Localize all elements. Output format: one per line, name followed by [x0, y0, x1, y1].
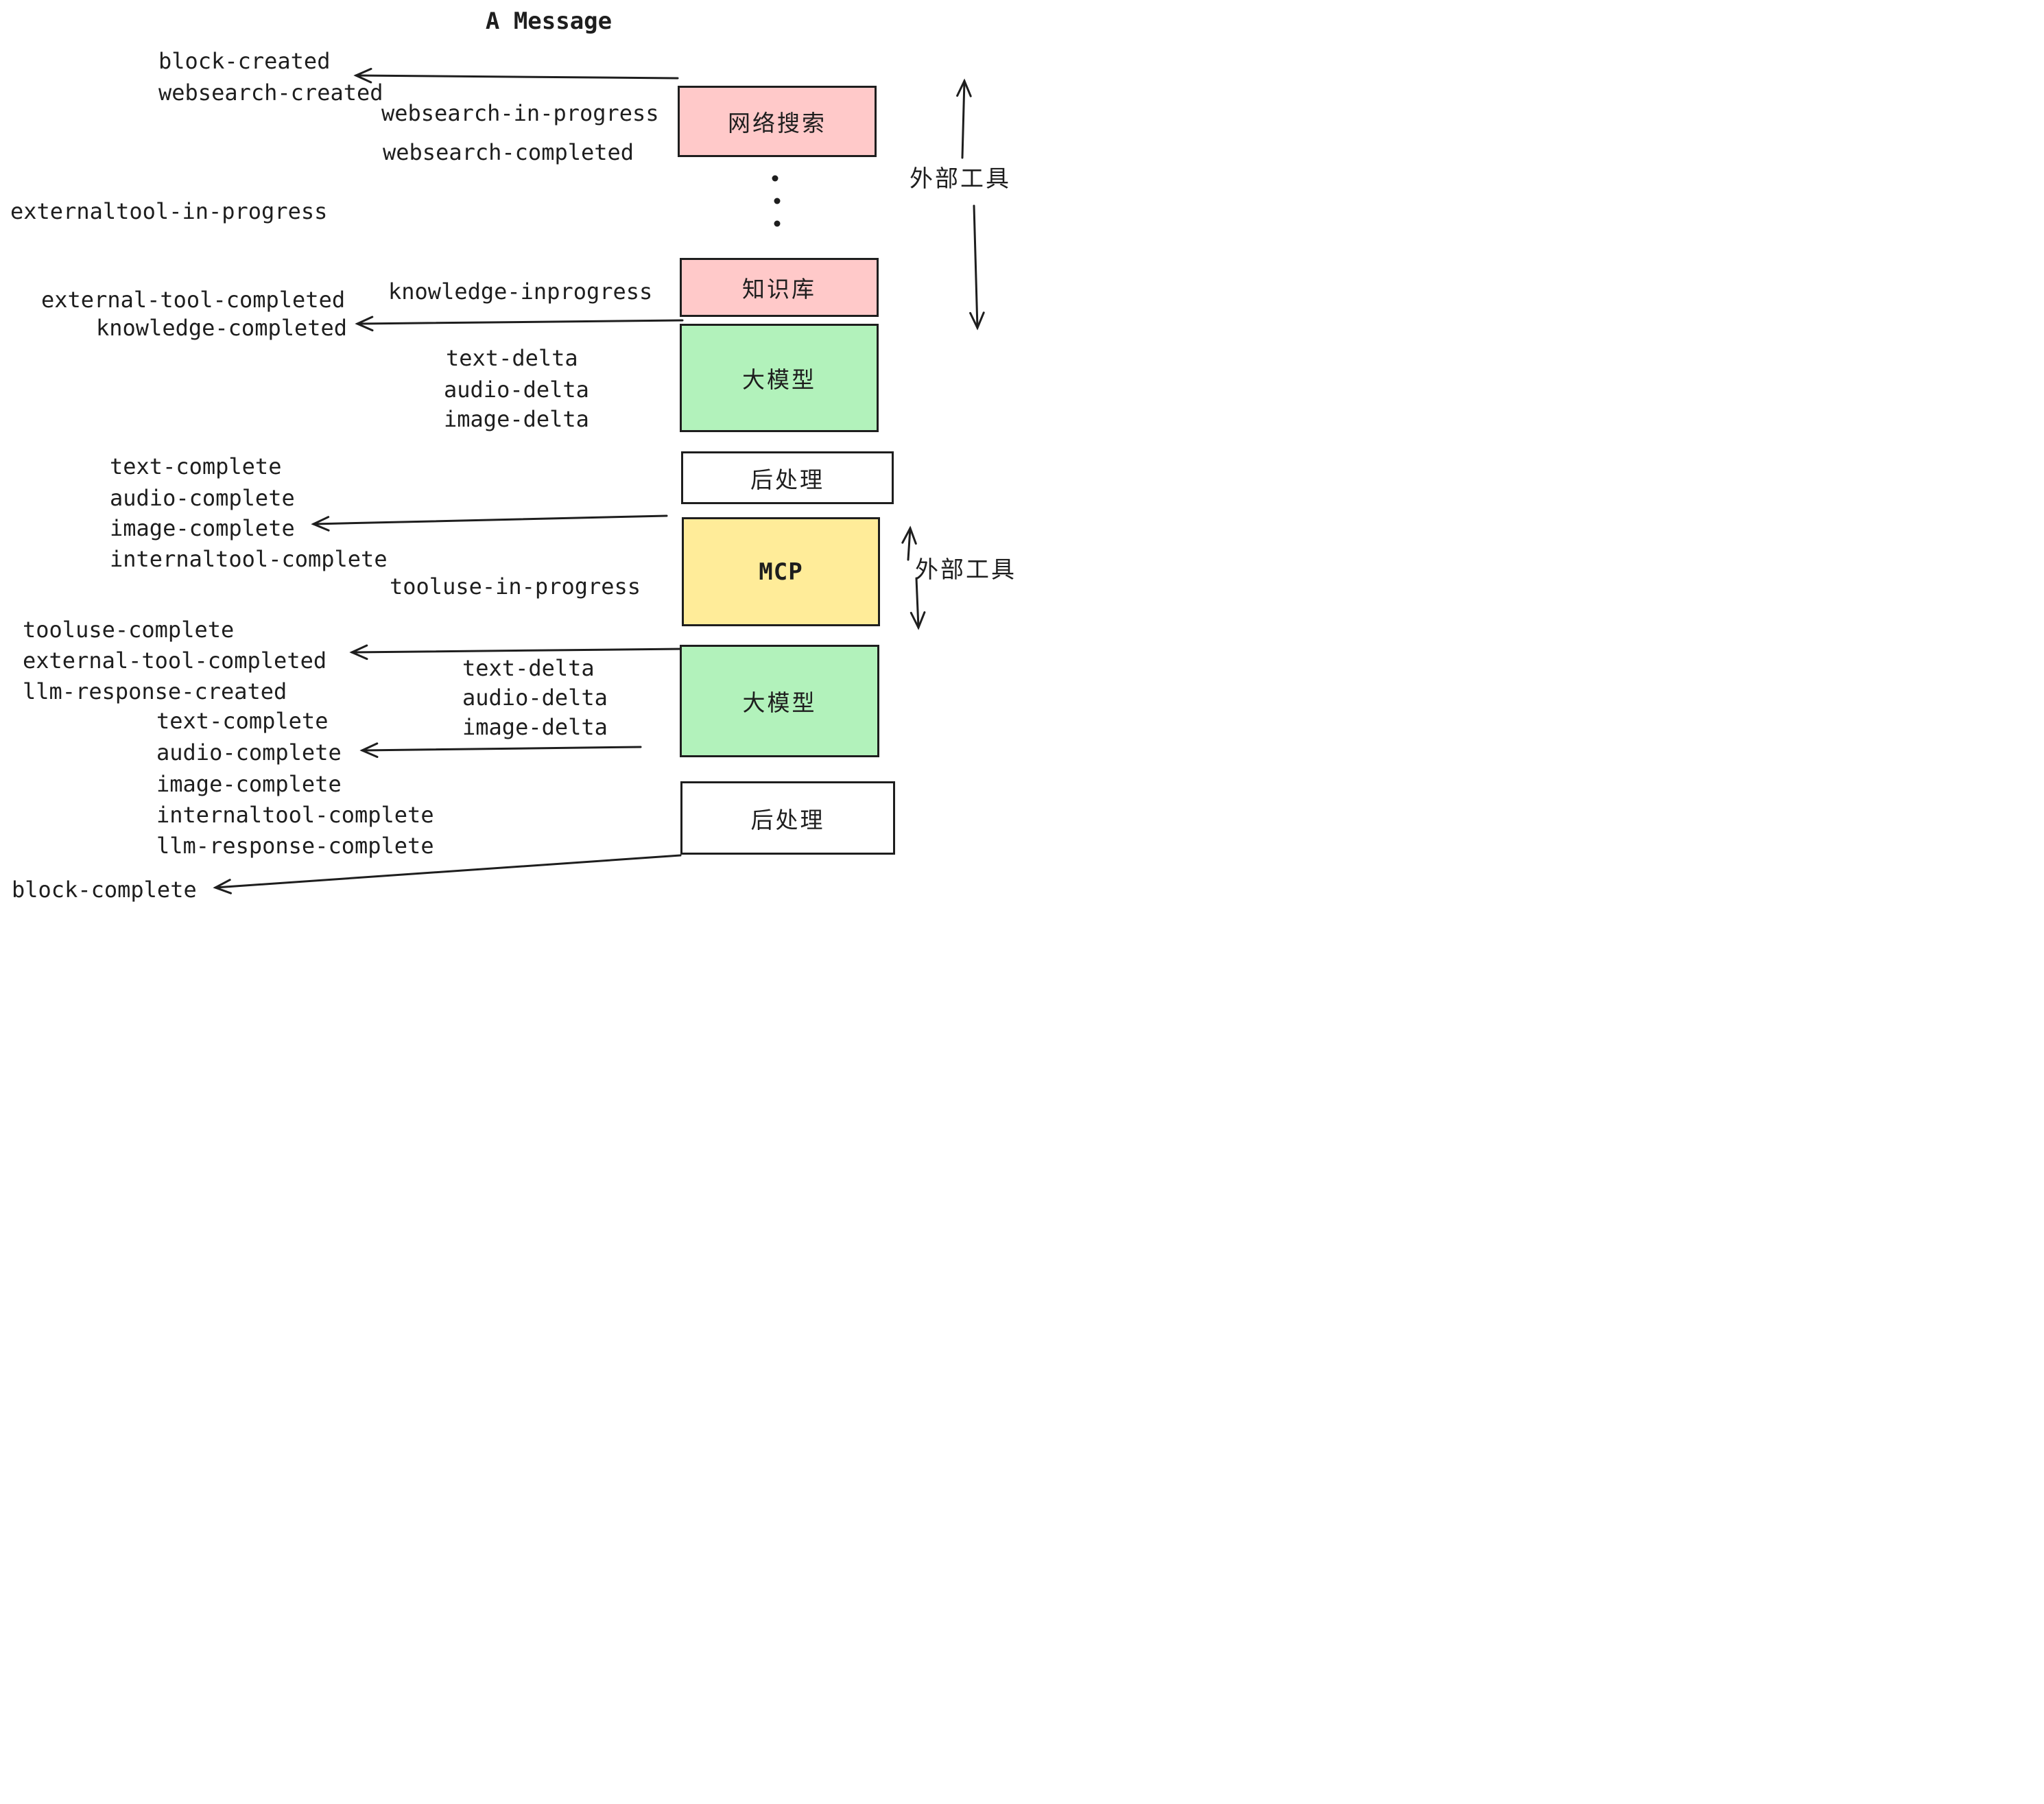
- arrow-knowledge-completed: [355, 316, 684, 332]
- external-tools-down-arrow-1: [969, 204, 985, 331]
- arrow-block-complete: [213, 854, 682, 894]
- event-audio-complete: audio-complete: [110, 485, 295, 511]
- event-text-delta-2: text-delta: [462, 655, 595, 681]
- knowledge-box-label: 知识库: [742, 276, 816, 302]
- external-tools-down-arrow-2: [910, 577, 926, 630]
- ellipsis-dot-1: [772, 175, 779, 182]
- llm-box-1-label: 大模型: [742, 367, 816, 392]
- event-text-complete-2: text-complete: [156, 708, 329, 734]
- event-external-tool-completed: external-tool-completed: [41, 287, 346, 313]
- event-knowledge-inprogress: knowledge-inprogress: [388, 278, 653, 305]
- event-block-created: block-created: [158, 48, 331, 74]
- arrow-tooluse-complete: [349, 644, 685, 661]
- event-llm-response-created: llm-response-created: [23, 678, 287, 704]
- event-websearch-in-progress: websearch-in-progress: [381, 100, 659, 126]
- mcp-box: MCP: [682, 517, 880, 626]
- llm-box-2-label: 大模型: [742, 690, 817, 715]
- postprocess-box-2: 后处理: [680, 781, 895, 855]
- websearch-box-label: 网络搜索: [728, 110, 827, 136]
- event-audio-complete-2: audio-complete: [156, 739, 342, 765]
- event-websearch-completed: websearch-completed: [383, 139, 634, 165]
- diagram-title: A Message: [485, 8, 613, 35]
- arrow-image-complete: [311, 514, 668, 532]
- event-image-complete: image-complete: [110, 515, 295, 541]
- event-image-delta: image-delta: [444, 406, 589, 432]
- event-external-tool-completed-2: external-tool-completed: [23, 648, 327, 674]
- event-audio-delta-2: audio-delta: [462, 685, 608, 711]
- knowledge-box: 知识库: [680, 258, 879, 317]
- arrow-websearch-created: [353, 67, 679, 84]
- event-websearch-created: websearch-created: [158, 80, 383, 106]
- event-text-delta: text-delta: [446, 345, 578, 371]
- postprocess-box-1-label: 后处理: [750, 466, 824, 492]
- websearch-box: 网络搜索: [678, 86, 877, 157]
- external-tools-up-arrow-2: [901, 525, 917, 561]
- ellipsis-dot-2: [774, 198, 781, 204]
- arrows-layer: [213, 67, 985, 894]
- mcp-box-label: MCP: [759, 558, 803, 586]
- arrow-audio-complete-2: [359, 742, 642, 758]
- event-tooluse-complete: tooluse-complete: [23, 617, 235, 643]
- event-internaltool-complete: internaltool-complete: [110, 546, 388, 572]
- event-image-complete-2: image-complete: [156, 771, 342, 797]
- llm-box-1: 大模型: [680, 324, 879, 432]
- event-tooluse-in-progress: tooluse-in-progress: [390, 573, 641, 600]
- event-internaltool-complete-2: internaltool-complete: [156, 802, 434, 828]
- llm-box-2: 大模型: [680, 645, 879, 757]
- event-knowledge-completed: knowledge-completed: [96, 315, 348, 341]
- postprocess-box-1: 后处理: [681, 451, 894, 504]
- event-image-delta-2: image-delta: [462, 714, 608, 740]
- event-text-complete: text-complete: [110, 453, 282, 479]
- external-tools-label-1: 外部工具: [910, 166, 1011, 192]
- ellipsis-dot-3: [774, 220, 781, 227]
- external-tools-label-2: 外部工具: [915, 557, 1017, 583]
- event-externaltool-in-progress: externaltool-in-progress: [10, 198, 328, 224]
- postprocess-box-2-label: 后处理: [750, 807, 825, 833]
- event-block-complete: block-complete: [12, 877, 197, 902]
- event-llm-response-complete: llm-response-complete: [156, 833, 434, 859]
- event-audio-delta: audio-delta: [444, 377, 589, 403]
- external-tools-up-arrow-1: [956, 78, 972, 159]
